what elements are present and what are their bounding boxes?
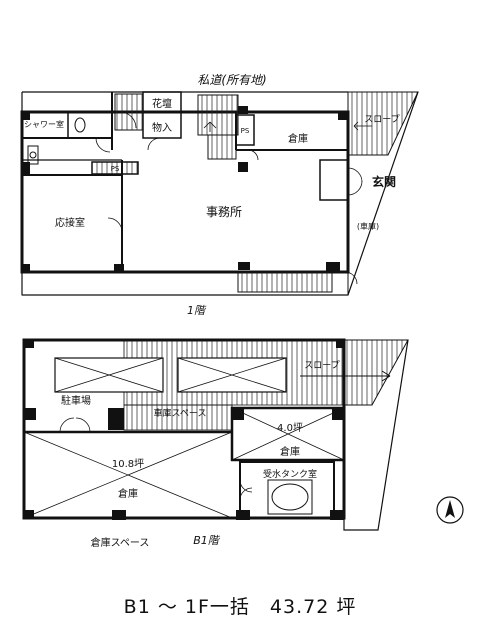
north-arrow bbox=[436, 496, 464, 524]
label-parking: 駐車場 bbox=[61, 394, 91, 407]
label-side-note: (車庫) bbox=[357, 221, 379, 231]
label-tank-room: 受水タンク室 bbox=[263, 468, 317, 480]
label-warehouse-1f: 倉庫 bbox=[288, 132, 308, 145]
label-room-area: 4.0坪 bbox=[277, 421, 303, 434]
label-slope-b1: スロープ bbox=[304, 360, 339, 371]
label-storage-small: 物入 bbox=[152, 121, 172, 134]
label-street: 私道(所有地) bbox=[197, 73, 266, 87]
label-garage-space: 車庫スペース bbox=[154, 407, 207, 419]
floor-1-plan bbox=[20, 91, 419, 296]
label-slope-1f: スロープ bbox=[364, 114, 399, 125]
label-storage-space: 倉庫スペース bbox=[91, 536, 150, 549]
label-entrance: 玄関 bbox=[372, 174, 396, 189]
label-room-name: 倉庫 bbox=[280, 445, 300, 458]
area-caption: B1 ～ 1F一括 43.72 坪 bbox=[123, 596, 357, 618]
floor-b1-plan bbox=[22, 338, 409, 531]
label-flower-bed: 花壇 bbox=[152, 97, 172, 110]
label-main-area: 10.8坪 bbox=[112, 457, 144, 470]
label-ps-right: PS bbox=[241, 127, 250, 135]
label-floor-b1: B1階 bbox=[193, 534, 221, 547]
label-office: 事務所 bbox=[206, 205, 242, 219]
label-shower: シャワー室 bbox=[24, 119, 64, 129]
label-main-name: 倉庫 bbox=[118, 487, 138, 500]
label-ps-left: PS bbox=[111, 165, 120, 173]
label-floor-1: 1階 bbox=[187, 304, 207, 317]
label-reception: 応接室 bbox=[55, 216, 85, 229]
